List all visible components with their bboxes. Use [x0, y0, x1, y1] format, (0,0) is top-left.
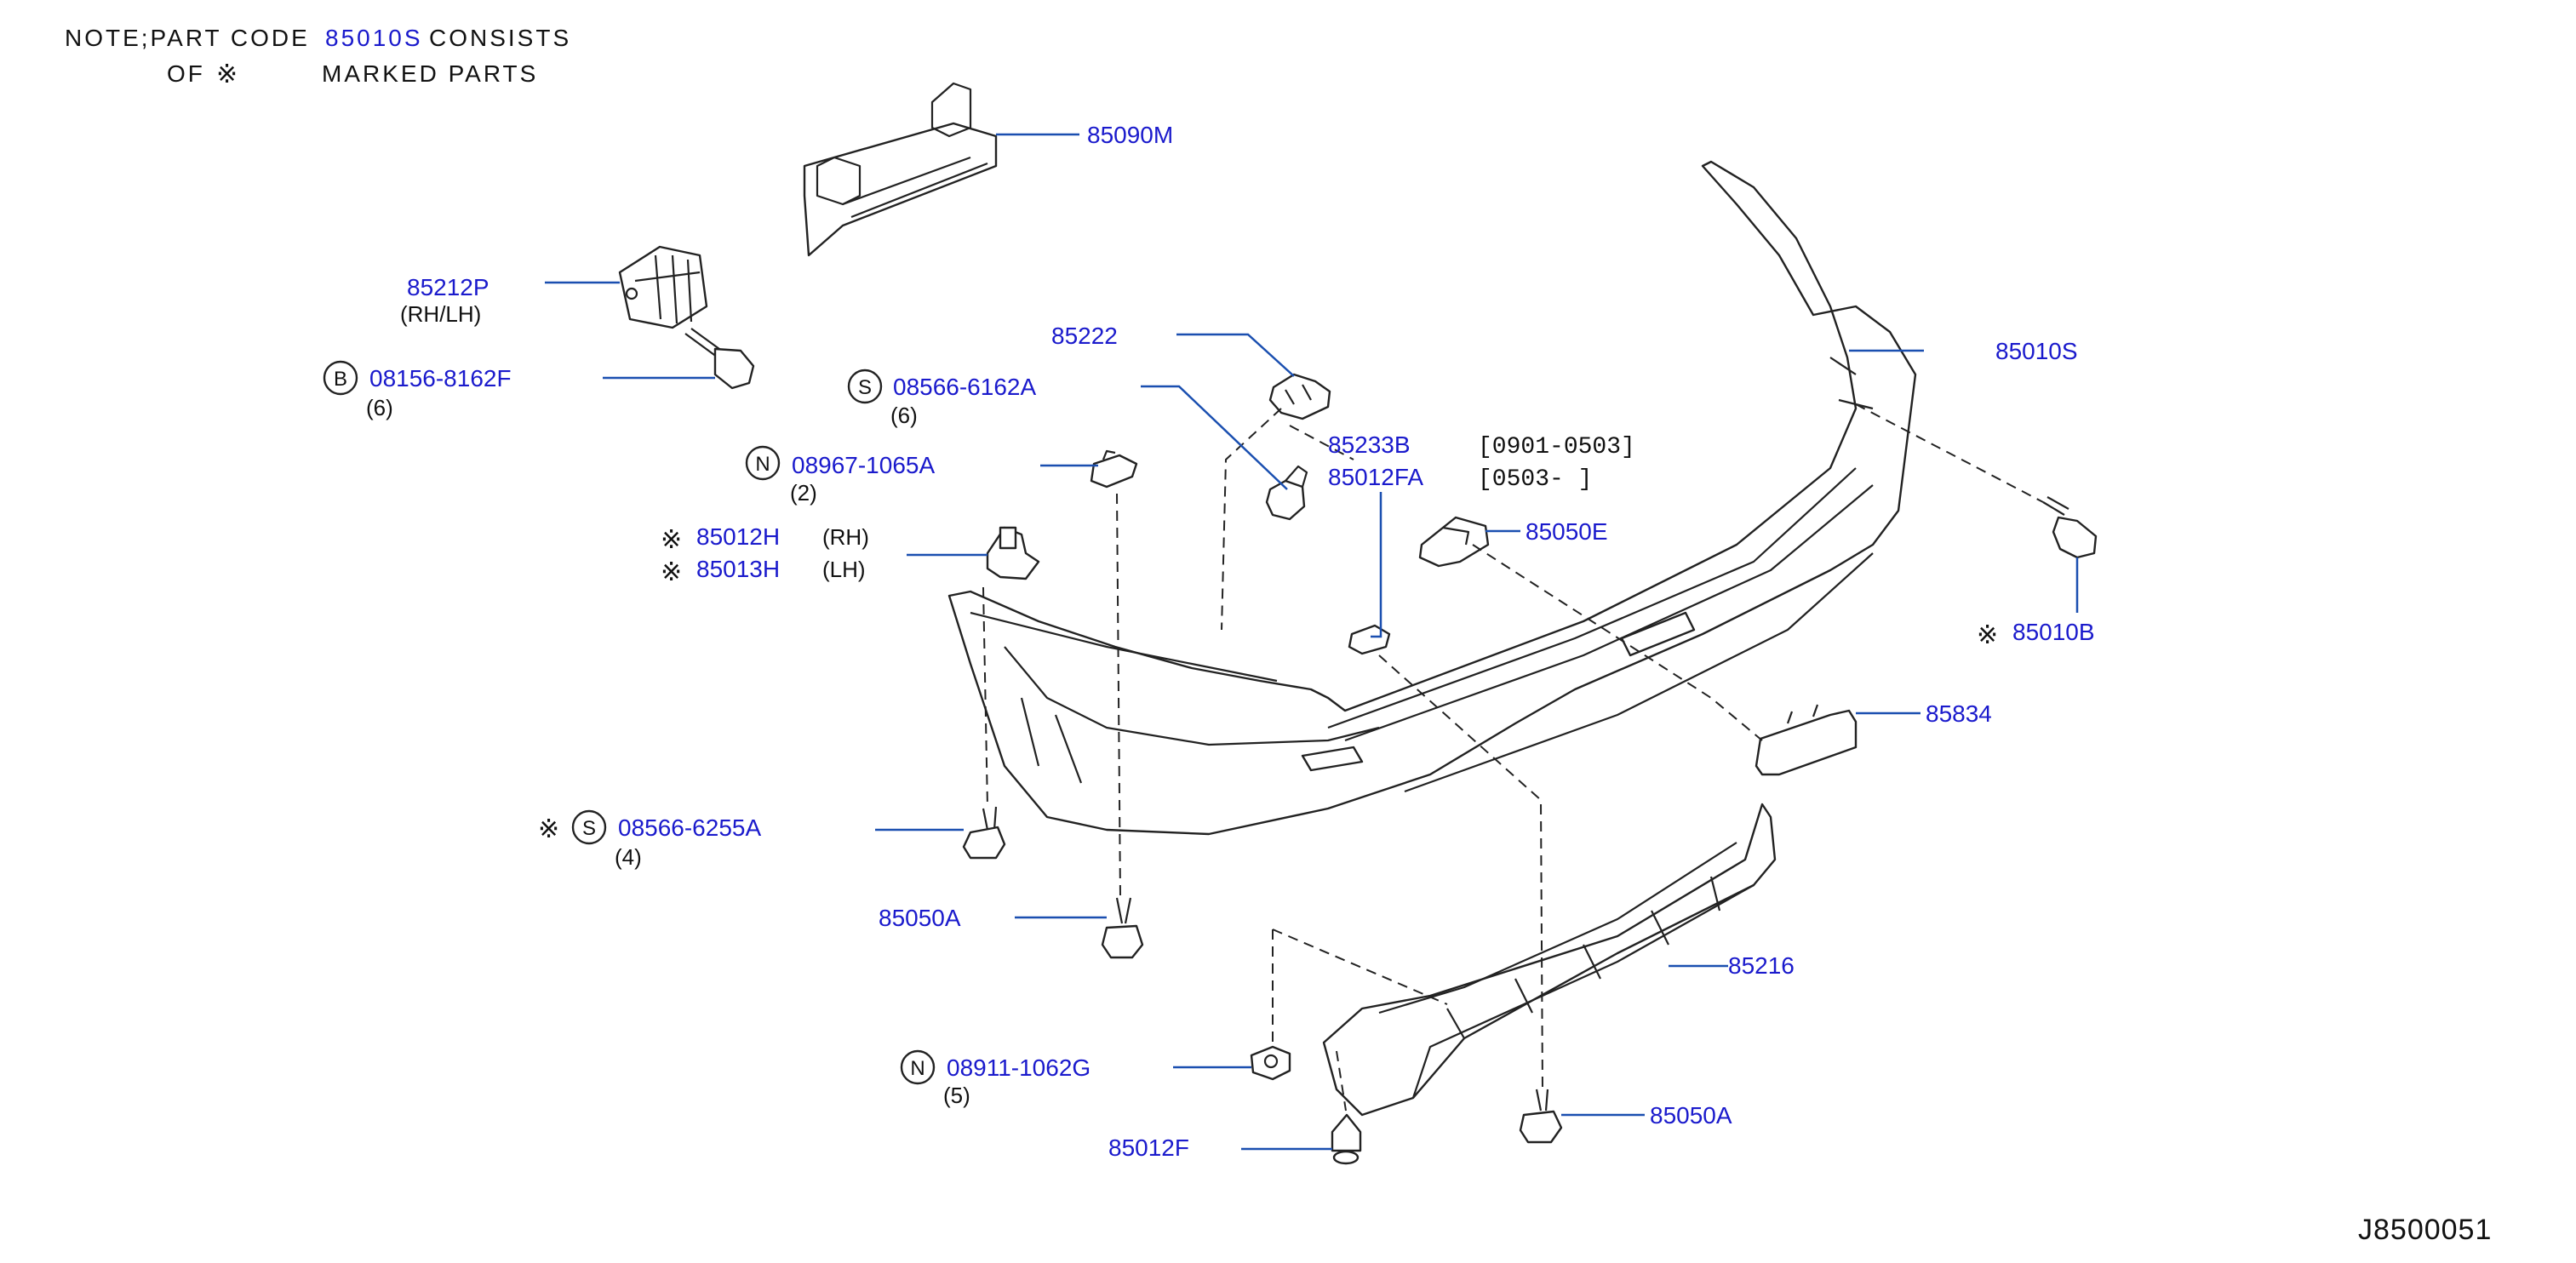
parts-note: NOTE;PART CODE 85010S CONSISTS OF ※ MARK…: [65, 25, 571, 89]
symbol-letter-B: B: [334, 368, 347, 391]
date-range-1: [0901-0503]: [1478, 434, 1635, 460]
nut-08911-drawing: [1250, 1045, 1291, 1081]
marked-85010B-icon: ※: [1977, 620, 1998, 650]
marked-85012H-icon: ※: [661, 525, 682, 555]
nut-symbol-N2-icon: N: [900, 1049, 936, 1085]
leader-lines: [545, 133, 2079, 1151]
marked-08566-6255A-icon: ※: [538, 814, 559, 844]
symbol-letter-S: S: [858, 376, 872, 399]
bracket-85012H-drawing: [986, 526, 1040, 580]
label-85013H[interactable]: 85013H: [696, 556, 780, 582]
symbol-letter-S2: S: [582, 817, 596, 840]
label-85012H-side: (RH): [822, 524, 869, 550]
label-08911-1062G[interactable]: 08911-1062G: [947, 1054, 1091, 1081]
reflector-85834-drawing: [1755, 704, 1858, 776]
label-85012FA[interactable]: 85012FA: [1328, 464, 1423, 490]
label-08911-qty: (5): [943, 1083, 970, 1108]
label-85050A-right[interactable]: 85050A: [1650, 1102, 1732, 1129]
bolt-symbol-B-icon: B: [323, 360, 358, 396]
note-line1-suffix: CONSISTS: [429, 25, 571, 51]
label-85050A-left[interactable]: 85050A: [879, 905, 961, 931]
label-85013H-side: (LH): [822, 557, 866, 582]
clip-85233B-drawing: [1348, 624, 1391, 655]
label-85212P-side: (RH/LH): [400, 301, 481, 327]
part-callouts: 85090M 85212P (RH/LH) B 08156-8162F (6) …: [323, 122, 2095, 1161]
label-08566-6162A-qty: (6): [890, 403, 918, 428]
label-85212P[interactable]: 85212P: [407, 274, 489, 300]
label-08967-1065A[interactable]: 08967-1065A: [792, 452, 935, 478]
label-08566-6255A-qty: (4): [615, 844, 642, 870]
clip-08967-drawing: [1090, 449, 1138, 489]
label-85010B[interactable]: 85010B: [2012, 619, 2095, 645]
assembly-dash-lines: [982, 403, 2044, 1112]
bolt-85010B-drawing: [2042, 496, 2098, 559]
screw-symbol-S2-icon: S: [571, 809, 607, 845]
bolt-08156-drawing: [684, 328, 755, 390]
label-85090M[interactable]: 85090M: [1087, 122, 1173, 148]
note-line1-code[interactable]: 85010S: [325, 25, 423, 51]
clip-85050E-drawing: [1418, 516, 1490, 568]
bracket-85212P-drawing: [618, 245, 708, 329]
label-85012F[interactable]: 85012F: [1108, 1134, 1189, 1161]
marked-part-symbol-icon: ※: [216, 60, 238, 89]
label-85834[interactable]: 85834: [1926, 700, 1992, 727]
bumper-fascia-85010S-drawing: [947, 160, 1917, 836]
note-line2-prefix: OF: [167, 60, 205, 87]
screw-08566a-drawing: [1265, 465, 1308, 521]
label-08967-qty: (2): [790, 480, 817, 506]
nut-symbol-N-icon: N: [745, 445, 781, 481]
note-line2-suffix: MARKED PARTS: [322, 60, 538, 87]
label-08156-8162F[interactable]: 08156-8162F: [369, 365, 512, 391]
clip-85050A-right-drawing: [1519, 1089, 1563, 1144]
date-range-2: [0503- ]: [1478, 466, 1592, 493]
symbol-letter-N2: N: [910, 1057, 924, 1080]
label-08566-6162A[interactable]: 08566-6162A: [893, 374, 1036, 400]
label-85050E[interactable]: 85050E: [1526, 518, 1608, 545]
label-85216[interactable]: 85216: [1728, 952, 1795, 979]
label-08566-6255A[interactable]: 08566-6255A: [618, 814, 761, 841]
screw-symbol-S-icon: S: [847, 369, 883, 404]
marked-85013H-icon: ※: [661, 557, 682, 587]
label-85222[interactable]: 85222: [1051, 323, 1118, 349]
diagram-id: J8500051: [2358, 1214, 2492, 1246]
under-cover-85216-drawing: [1322, 803, 1777, 1117]
clip-85012F-drawing: [1331, 1113, 1362, 1165]
label-08156-qty: (6): [366, 395, 393, 420]
screw-08566b-drawing: [962, 806, 1006, 860]
clip-85050A-left-drawing: [1101, 897, 1144, 959]
note-line1-prefix: NOTE;PART CODE: [65, 25, 310, 51]
label-85010S[interactable]: 85010S: [1995, 338, 2078, 364]
label-85012H[interactable]: 85012H: [696, 523, 780, 550]
symbol-letter-N: N: [755, 453, 770, 476]
bracket-85090M-drawing: [803, 82, 998, 257]
label-85233B[interactable]: 85233B: [1328, 431, 1411, 458]
clip-85222-drawing: [1268, 373, 1331, 420]
